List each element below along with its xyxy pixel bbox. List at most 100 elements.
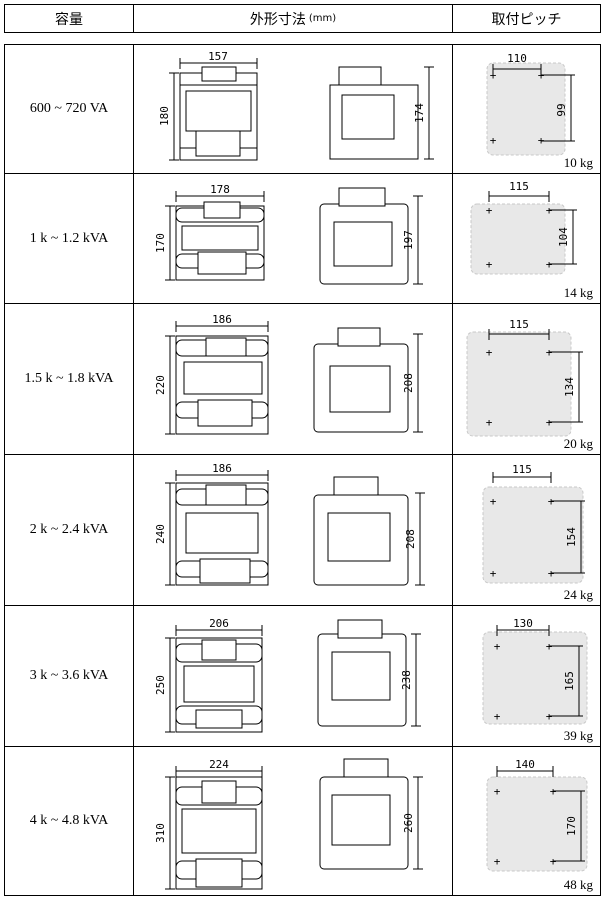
pitch-y-label: 170 (565, 816, 578, 836)
mount-hole-icon: + (546, 204, 553, 217)
side-view: 238 (317, 619, 421, 727)
pitch-drawing: 115 104 + + + + (470, 180, 577, 275)
pitch-y-label: 154 (565, 527, 578, 547)
weight-value: 10 kg (563, 155, 593, 170)
pitch-y-label: 99 (555, 103, 568, 116)
weight-value: 14 kg (563, 285, 593, 300)
pitch-x-label: 140 (515, 758, 535, 771)
front-view: 157 180 (158, 50, 258, 161)
header-dimensions-label: 外形寸法 (249, 11, 306, 28)
capacity-cell: 4 k ~ 4.8 kVA (4, 746, 134, 896)
depth-label: 208 (404, 529, 417, 549)
depth-label: 260 (402, 813, 415, 833)
width-label: 186 (212, 462, 232, 475)
dimension-cell: 186 240 208 (133, 454, 453, 606)
weight-value: 20 kg (563, 436, 593, 451)
height-label: 180 (158, 106, 171, 126)
mount-hole-icon: + (546, 710, 553, 723)
capacity-value: 1.5 k ~ 1.8 kVA (24, 371, 114, 386)
header-pitch: 取付ピッチ (452, 4, 601, 33)
depth-label: 238 (400, 670, 413, 690)
header-dimensions: 外形寸法 (mm) (133, 4, 453, 33)
pitch-x-label: 110 (507, 52, 527, 65)
width-label: 157 (208, 50, 228, 63)
mount-hole-icon: + (550, 785, 557, 798)
dimension-drawing: 186 220 208 (154, 313, 423, 435)
mount-hole-icon: + (548, 567, 555, 580)
width-label: 224 (209, 758, 229, 771)
mount-hole-icon: + (486, 204, 493, 217)
front-view: 178 170 (154, 183, 265, 281)
dimension-cell: 186 220 208 (133, 303, 453, 455)
capacity-cell: 1 k ~ 1.2 kVA (4, 173, 134, 304)
side-view: 174 (329, 66, 434, 160)
pitch-cell: 130 165 + + + + 39 kg (452, 605, 601, 747)
dimension-drawing: 178 170 197 (154, 183, 423, 285)
height-label: 170 (154, 233, 167, 253)
side-view: 208 (313, 476, 425, 586)
dimension-cell: 206 250 238 (133, 605, 453, 747)
capacity-cell: 3 k ~ 3.6 kVA (4, 605, 134, 747)
mount-hole-icon: + (490, 134, 497, 147)
capacity-value: 1 k ~ 1.2 kVA (29, 230, 109, 246)
mount-hole-icon: + (538, 134, 545, 147)
front-view: 186 220 (154, 313, 269, 435)
dimension-drawing: 224 310 260 (154, 758, 423, 890)
front-view: 206 250 (154, 617, 263, 733)
header-capacity-label: 容量 (55, 11, 83, 28)
weight-value: 48 kg (563, 877, 593, 892)
pitch-cell: 115 134 + + + + 20 kg (452, 303, 601, 455)
pitch-y-label: 134 (563, 377, 576, 397)
capacity-value: 2 k ~ 2.4 kVA (29, 522, 109, 537)
capacity-value: 3 k ~ 3.6 kVA (29, 668, 109, 683)
dimension-cell: 224 310 260 (133, 746, 453, 896)
mount-hole-icon: + (546, 346, 553, 359)
height-label: 220 (154, 375, 167, 395)
capacity-value: 600 ~ 720 VA (29, 101, 109, 116)
side-view: 260 (319, 758, 423, 870)
weight-value: 24 kg (563, 587, 593, 602)
weight-value: 39 kg (563, 728, 593, 743)
height-label: 240 (154, 524, 167, 544)
mount-hole-icon: + (494, 640, 501, 653)
mount-hole-icon: + (546, 416, 553, 429)
mount-hole-icon: + (546, 258, 553, 271)
mount-hole-icon: + (546, 640, 553, 653)
capacity-cell: 2 k ~ 2.4 kVA (4, 454, 134, 606)
capacity-value: 4 k ~ 4.8 kVA (29, 813, 109, 828)
dimension-cell: 178 170 197 (133, 173, 453, 304)
pitch-x-label: 115 (509, 318, 529, 331)
depth-label: 174 (413, 103, 426, 123)
height-label: 310 (154, 823, 167, 843)
pitch-cell: 140 170 + + + + 48 kg (452, 746, 601, 896)
pitch-drawing: 130 165 + + + + (482, 617, 588, 725)
front-view: 224 310 (154, 758, 263, 890)
header-capacity: 容量 (4, 4, 134, 33)
mount-hole-icon: + (538, 69, 545, 82)
mount-hole-icon: + (486, 258, 493, 271)
mount-hole-icon: + (490, 567, 497, 580)
mount-hole-icon: + (550, 855, 557, 868)
dimension-cell: 157 180 174 (133, 44, 453, 174)
pitch-drawing: 110 99 + + + + (486, 52, 575, 156)
pitch-drawing: 115 134 + + + + (466, 318, 583, 437)
dimension-drawing: 206 250 238 (154, 617, 421, 733)
mount-hole-icon: + (486, 346, 493, 359)
pitch-x-label: 115 (509, 180, 529, 193)
capacity-cell: 600 ~ 720 VA (4, 44, 134, 174)
depth-label: 197 (402, 230, 415, 250)
mount-hole-icon: + (490, 69, 497, 82)
capacity-cell: 1.5 k ~ 1.8 kVA (4, 303, 134, 455)
pitch-x-label: 130 (513, 617, 533, 630)
mount-hole-icon: + (494, 785, 501, 798)
mount-hole-icon: + (490, 495, 497, 508)
mount-hole-icon: + (494, 710, 501, 723)
side-view: 208 (313, 327, 423, 433)
pitch-cell: 110 99 + + + + 10 kg (452, 44, 601, 174)
width-label: 178 (210, 183, 230, 196)
height-label: 250 (154, 675, 167, 695)
pitch-x-label: 115 (512, 463, 532, 476)
mount-hole-icon: + (486, 416, 493, 429)
header-dimensions-unit: (mm) (308, 13, 337, 24)
mount-hole-icon: + (494, 855, 501, 868)
